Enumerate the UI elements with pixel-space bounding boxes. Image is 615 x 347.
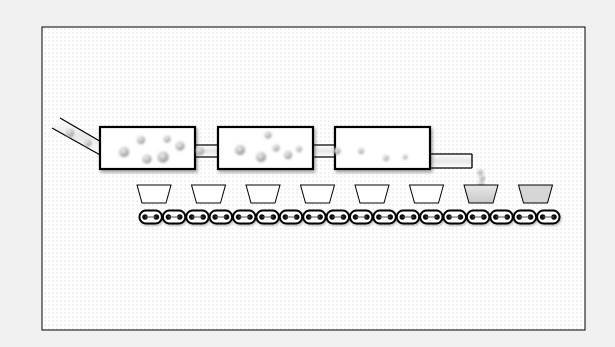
chain-link [467,211,489,224]
chain-link [490,211,512,224]
chain-link [397,211,419,224]
chamber-3 [335,127,430,169]
chain-link [163,211,185,224]
cup-7 [464,185,498,203]
chain-link [537,211,559,224]
chain-link [140,211,162,224]
diagram-panel [42,27,585,330]
chain-link [280,211,302,224]
chain-link [256,211,278,224]
chain-link [327,211,349,224]
chain-link [233,211,255,224]
chain-link [420,211,442,224]
cup-4 [301,185,335,203]
pipe-2-3 [313,145,335,157]
chain-link [186,211,208,224]
chain-link [514,211,536,224]
cup-3 [246,185,280,203]
cup-2 [192,185,226,203]
chain-link [303,211,325,224]
chain-link [210,211,232,224]
cup-5 [355,185,389,203]
chain-link [350,211,372,224]
chain-link [373,211,395,224]
chain-link [444,211,466,224]
cup-8 [519,185,553,203]
outlet-pipe [430,154,472,168]
cup-1 [137,185,171,203]
cup-6 [410,185,444,203]
